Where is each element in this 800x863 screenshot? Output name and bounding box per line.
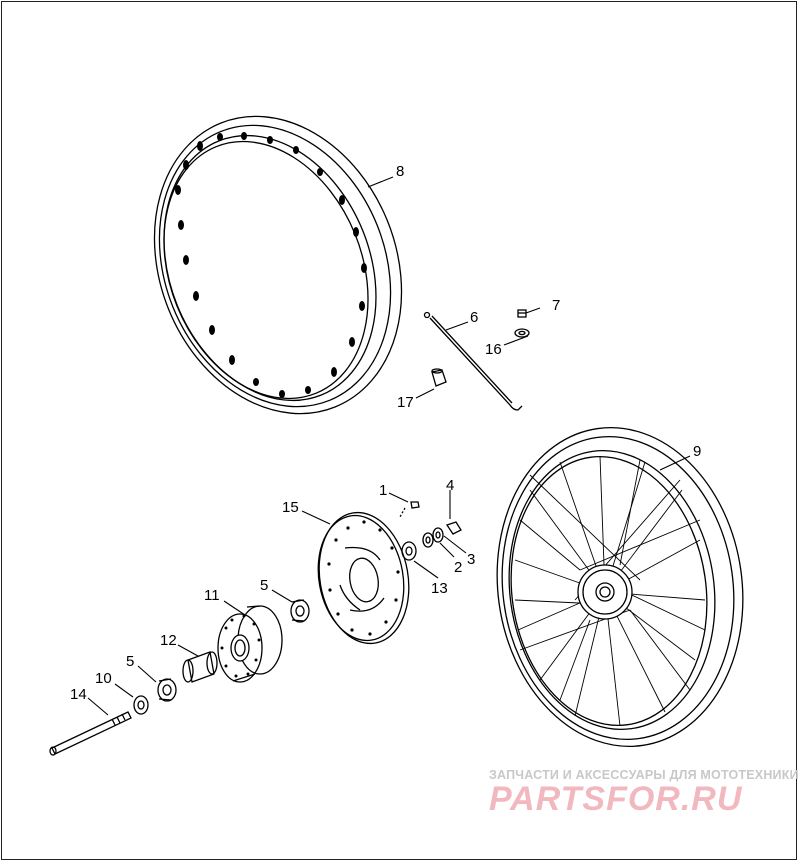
part-outer-spacer [133, 695, 149, 715]
callout-3: 3 [467, 551, 475, 568]
part-axle [49, 711, 132, 756]
part-brake-disc [317, 511, 410, 645]
callout-14: 14 [70, 686, 87, 703]
part-washer [422, 532, 434, 548]
callout-10: 10 [95, 670, 112, 687]
part-spoke [423, 311, 523, 411]
callout-labels: 1 2 3 4 5 5 6 7 8 9 10 11 12 13 14 15 16… [70, 163, 701, 703]
leader-lines [87, 176, 691, 716]
part-bearing-lower [157, 678, 177, 702]
callout-7: 7 [552, 297, 560, 314]
part-washer-small [432, 527, 444, 543]
part-rim [153, 115, 403, 415]
callout-15: 15 [282, 499, 299, 516]
part-wheel-hub [217, 605, 283, 683]
callout-17: 17 [397, 394, 414, 411]
callout-4: 4 [446, 477, 454, 494]
part-axle-sleeve [182, 651, 218, 683]
callout-5-lower: 5 [126, 653, 134, 670]
callout-13: 13 [431, 580, 448, 597]
callout-16: 16 [485, 341, 502, 358]
watermark-logo: PARTSFOR.RU [489, 780, 743, 818]
callout-6: 6 [470, 309, 478, 326]
watermark-subtitle: ЗАПЧАСТИ И АКСЕССУАРЫ ДЛЯ МОТОТЕХНИКИ [489, 768, 799, 782]
part-nut [445, 521, 462, 535]
part-spacer [401, 541, 417, 561]
callout-2: 2 [454, 559, 462, 576]
callout-1: 1 [379, 482, 387, 499]
callout-11: 11 [204, 587, 220, 604]
part-assembled-wheel [496, 426, 744, 748]
part-spoke-nipple [517, 309, 527, 318]
part-bearing-upper [290, 599, 310, 623]
part-spoke-washer [514, 328, 530, 338]
callout-5-upper: 5 [260, 577, 268, 594]
part-valve-sleeve [431, 368, 447, 387]
callout-8: 8 [396, 163, 404, 180]
callout-9: 9 [693, 443, 701, 460]
part-disc-bolt [399, 501, 420, 518]
callout-12: 12 [160, 632, 177, 649]
